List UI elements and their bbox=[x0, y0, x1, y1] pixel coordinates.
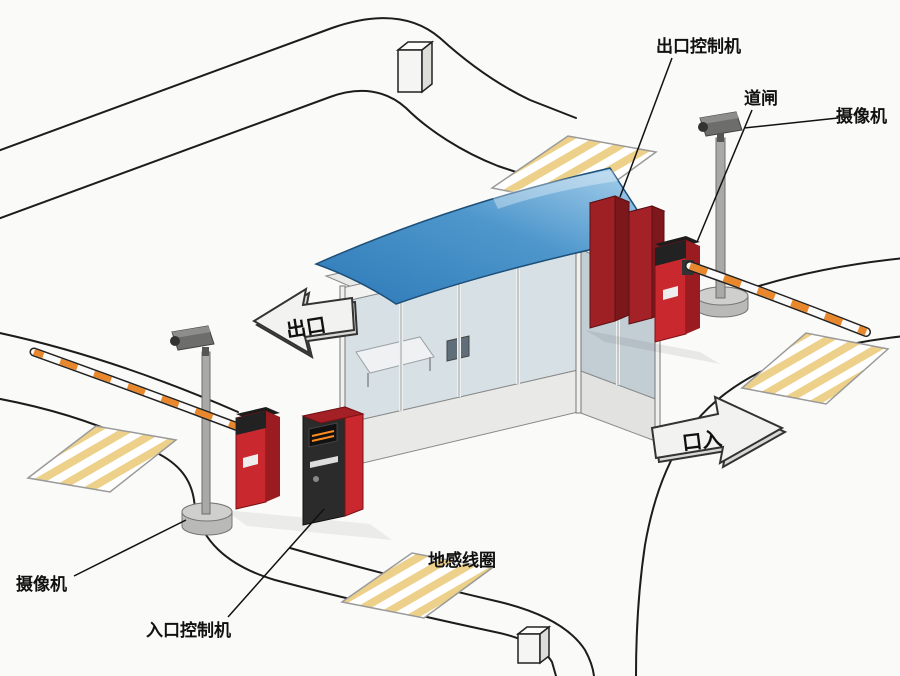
ground-loop-pad-left bbox=[26, 425, 178, 493]
pillar-side-face bbox=[421, 40, 433, 94]
leader-entry-controller bbox=[227, 508, 325, 618]
entry-arrow-sign: 口入 bbox=[650, 395, 788, 469]
ground-loop-pad-bottom bbox=[340, 552, 494, 619]
exit-controller-side bbox=[614, 195, 630, 322]
barrier-cabinet-black-band bbox=[655, 240, 686, 266]
exit-controller-machine bbox=[588, 195, 666, 329]
callout-leader-lines bbox=[73, 57, 839, 618]
exit-controller-front bbox=[589, 195, 616, 329]
pillar-side-face bbox=[539, 625, 550, 665]
entry-controller-front bbox=[302, 406, 346, 526]
camera-pole-left bbox=[170, 325, 233, 536]
ground-loop-pads bbox=[26, 135, 890, 619]
exit-arrow-sign: 出口 bbox=[252, 286, 359, 360]
barrier-cabinet-black-band bbox=[236, 411, 266, 435]
barrier-gate-label: 道闸 bbox=[744, 88, 778, 109]
display-text-line bbox=[311, 435, 335, 442]
barrier-cabinet-label-plate bbox=[243, 454, 258, 468]
exit-controller-label: 出口控制机 bbox=[656, 36, 741, 57]
camera-lens bbox=[170, 336, 180, 346]
leader-exit-controller bbox=[619, 57, 673, 198]
camera-right-label: 摄像机 bbox=[836, 106, 887, 127]
exit-equipment-group bbox=[585, 111, 871, 364]
camera-pole-right bbox=[695, 111, 749, 318]
ground-loop-label: 地感线圈 bbox=[428, 550, 496, 571]
road-pillar-top bbox=[395, 40, 435, 94]
pillar-front-face bbox=[397, 49, 423, 93]
camera-pole bbox=[201, 351, 211, 515]
camera-top bbox=[700, 112, 739, 124]
barrier-arm-white bbox=[686, 262, 870, 336]
camera-left-icon bbox=[170, 325, 215, 356]
entry-controller-machine bbox=[301, 406, 365, 526]
road-bottom-inner-edge bbox=[289, 547, 595, 676]
entry-controller-side bbox=[344, 406, 364, 517]
entry-controller-label: 入口控制机 bbox=[146, 620, 231, 641]
entry-controller-button bbox=[313, 476, 319, 482]
camera-lens bbox=[698, 122, 708, 132]
booth-window-mullions bbox=[399, 262, 620, 411]
entry-equipment-group bbox=[29, 325, 392, 540]
road-top-outer-edge bbox=[0, 17, 577, 152]
entry-ground-shadow bbox=[225, 510, 392, 540]
exit-ground-shadow bbox=[585, 330, 720, 364]
camera-right-icon bbox=[698, 111, 743, 142]
display-text-line bbox=[311, 430, 335, 437]
road-pillar-bottom bbox=[515, 625, 552, 665]
exit-controller2-front bbox=[628, 205, 653, 325]
camera-mount bbox=[717, 133, 724, 142]
booth-canopy-highlight bbox=[492, 170, 618, 209]
entry-arrow-body bbox=[650, 395, 785, 465]
barrier-arm-stripes bbox=[32, 349, 248, 433]
booth-corner-post bbox=[575, 231, 582, 414]
entry-controller-card-slot bbox=[310, 456, 338, 468]
leader-barrier-gate bbox=[696, 109, 753, 243]
leader-camera-right bbox=[743, 117, 839, 129]
camera-mount bbox=[202, 347, 209, 356]
entry-sign-label: 口入 bbox=[681, 426, 724, 455]
camera-top bbox=[172, 326, 211, 338]
booth-interior-desk bbox=[355, 336, 435, 374]
entry-controller-top bbox=[301, 406, 365, 424]
barrier-gate-left bbox=[29, 347, 280, 510]
ground-loop-pad-right bbox=[740, 332, 890, 405]
barrier-gate-right bbox=[654, 236, 871, 343]
leader-camera-left bbox=[73, 519, 187, 577]
pillar-front-face bbox=[517, 633, 541, 664]
barrier-cabinet-side bbox=[266, 411, 280, 502]
exit-arrow-body bbox=[252, 286, 356, 356]
road-top-inner-edge bbox=[0, 89, 523, 220]
barrier-cabinet-side bbox=[686, 240, 700, 334]
camera-left-label: 摄像机 bbox=[16, 574, 67, 595]
barrier-cabinet-label-plate bbox=[663, 286, 678, 300]
callout-labels: 出口控制机 道闸 摄像机 摄像机 入口控制机 地感线圈 bbox=[16, 36, 887, 641]
